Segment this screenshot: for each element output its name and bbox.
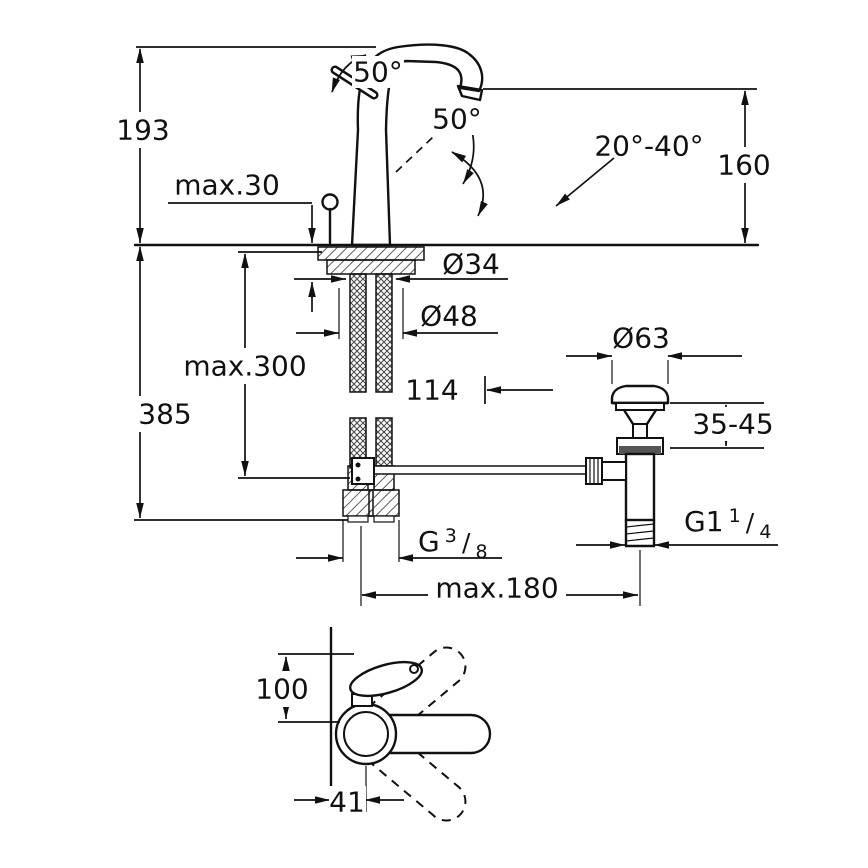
faucet-body-inner-ring: [343, 711, 389, 757]
bracket-screw-top: [355, 462, 361, 468]
label-50-top: 50°: [353, 56, 403, 89]
handle-end-dot: [409, 664, 419, 674]
label-50-front: 50°: [432, 103, 482, 136]
label-160: 160: [717, 149, 770, 182]
label-41: 41: [329, 786, 365, 819]
handle-alt-position-dashed: [395, 103, 469, 173]
waste-taper-right: [645, 408, 658, 426]
rod-boss: [601, 461, 627, 481]
bg-3545: [696, 407, 770, 441]
top-view: [329, 626, 492, 822]
hose-tail-right: [373, 515, 395, 523]
waste-taper-left: [622, 408, 635, 426]
bg-100: [252, 671, 312, 707]
mounting-nut: [326, 259, 416, 275]
label-193: 193: [116, 114, 169, 147]
bg-193: [114, 112, 172, 148]
rod-bracket: [351, 457, 375, 485]
spout-swivel-arc: [451, 151, 488, 217]
label-g114-g: G1: [684, 505, 724, 538]
label-g38-sub: 8: [476, 541, 488, 563]
label-100: 100: [255, 673, 308, 706]
swivel-leader-line: [555, 157, 615, 207]
hose-nut-right: [368, 489, 400, 517]
label-g114-sub: 4: [759, 521, 771, 543]
waste-neck: [632, 423, 648, 439]
label-g114-sup: 1: [729, 505, 741, 527]
handle-lever-top-view: [349, 660, 423, 698]
popup-waste-assembly: [585, 384, 670, 548]
bg-160: [714, 147, 774, 183]
thread-2: [625, 530, 655, 535]
bg-114: [402, 372, 462, 408]
thread-1: [625, 523, 655, 528]
aerator-outlet: [456, 84, 484, 102]
bg-50-top: [352, 56, 404, 88]
label-g38-sup: 3: [445, 525, 457, 547]
popup-linkage-rod: [361, 465, 603, 475]
bg-max300: [181, 348, 309, 384]
label-g38: G 3 / 8: [418, 525, 488, 563]
mounting-washer: [317, 246, 425, 261]
label-max180: max.180: [435, 572, 558, 605]
below-deck-assembly: [317, 246, 603, 523]
dimension-lines: [134, 46, 778, 812]
label-114: 114: [405, 374, 458, 407]
bracket-screw-bottom: [355, 476, 361, 482]
hose-nut-left: [342, 489, 374, 517]
thread-3: [625, 537, 655, 542]
supply-hose-left-upper: [349, 273, 367, 393]
waste-plug-cap: [610, 384, 670, 405]
waste-flange-lip: [615, 402, 665, 411]
label-g38-slash: /: [462, 528, 471, 557]
supply-hose-right-lower: [375, 417, 393, 469]
bg-41: [329, 786, 366, 819]
label-max300: max.300: [183, 350, 306, 383]
label-g38-g: G: [418, 525, 440, 558]
hose-tail-left: [347, 515, 369, 523]
label-d48: Ø48: [420, 300, 478, 333]
waste-seal-band: [619, 446, 661, 454]
supply-hose-right-upper: [375, 273, 393, 393]
bg-50-front: [431, 103, 483, 135]
label-d63: Ø63: [612, 322, 670, 355]
label-35-45: 35-45: [692, 408, 773, 441]
popup-rod-knob: [321, 193, 339, 211]
label-g114-slash: /: [746, 508, 755, 537]
label-max30: max.30: [174, 169, 280, 202]
label-g114: G1 1 / 4: [684, 505, 771, 543]
label-20-40: 20°-40°: [594, 130, 703, 163]
bg-385: [137, 396, 193, 432]
waste-body: [624, 452, 656, 522]
label-385: 385: [138, 398, 191, 431]
label-backgrounds: [114, 56, 774, 819]
dimension-labels: 193 160 50° 50° 20°-40° max.30 Ø34 Ø48 m…: [116, 56, 773, 819]
label-d34: Ø34: [442, 248, 500, 281]
